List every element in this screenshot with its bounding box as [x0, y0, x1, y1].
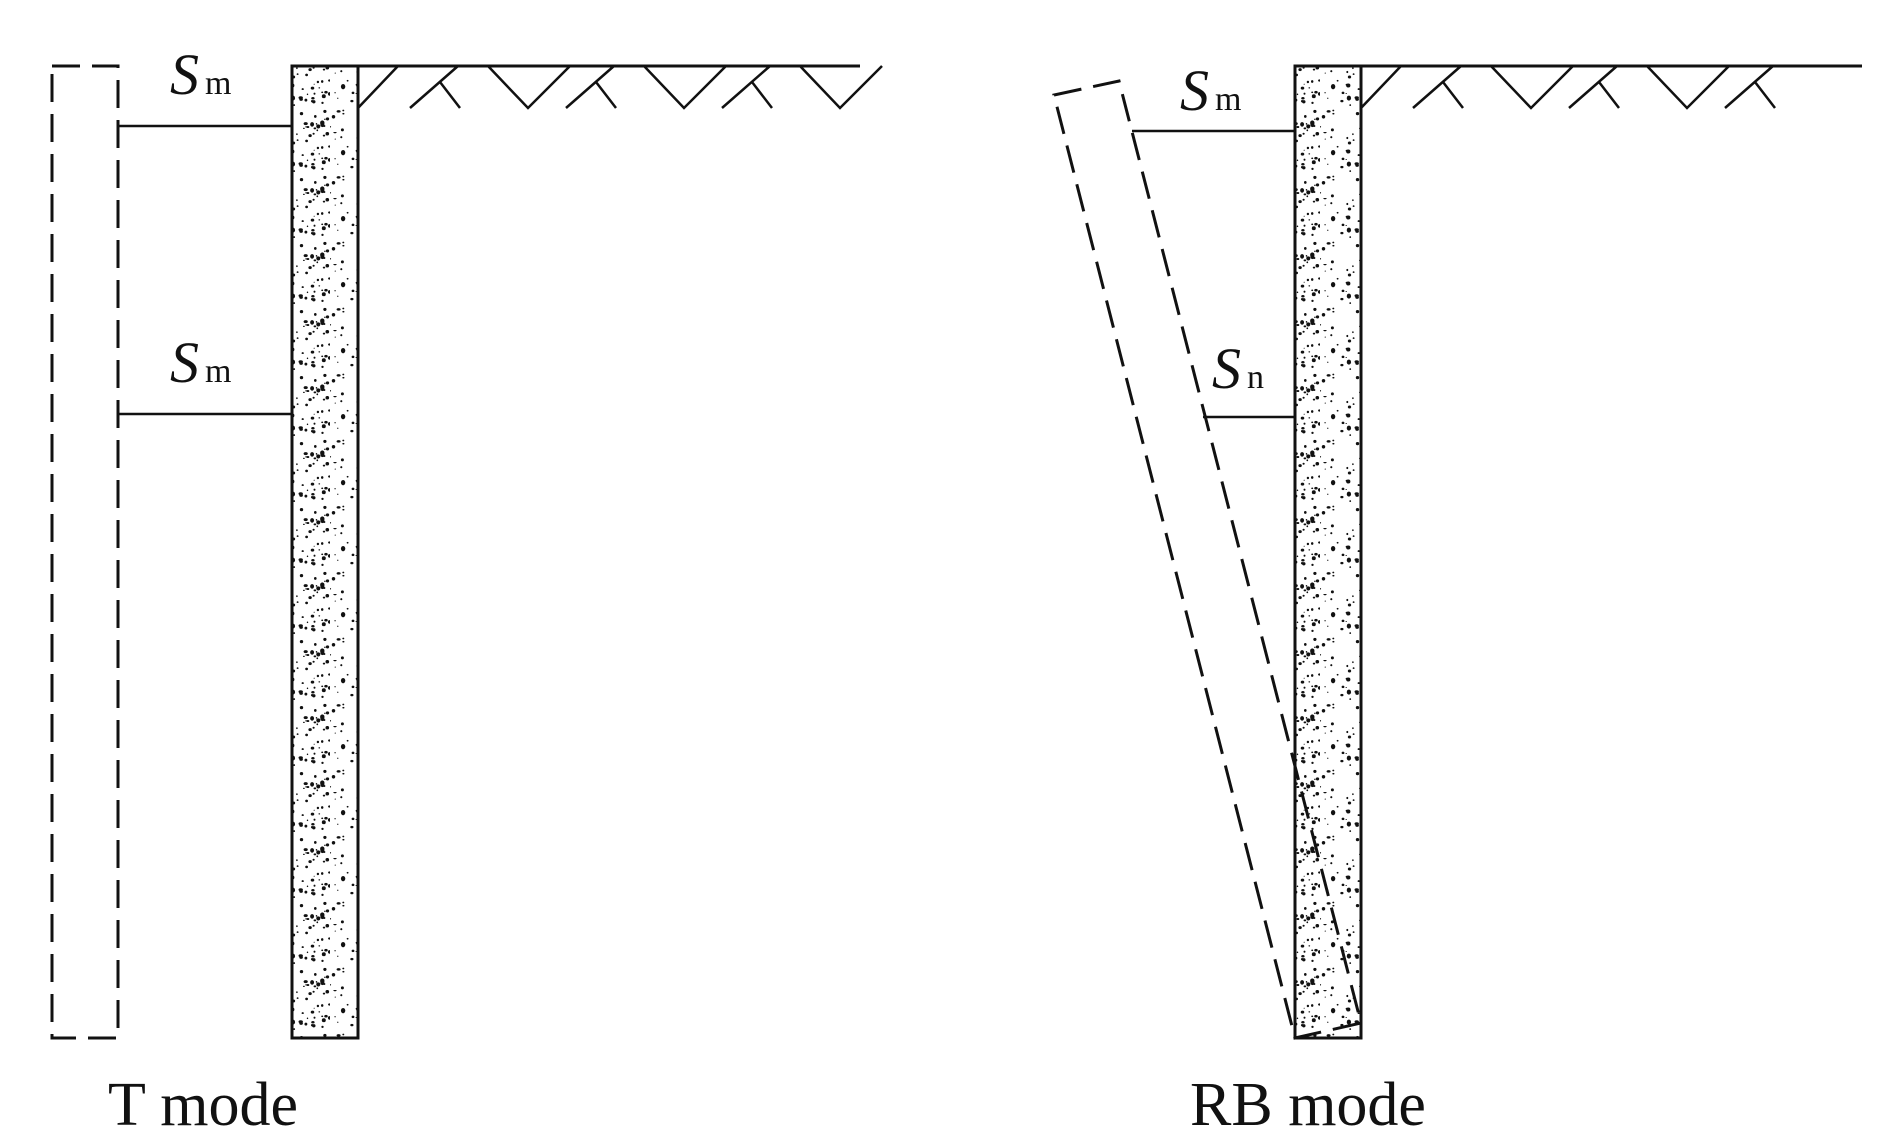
rb-mode-hatch-mark: [1360, 65, 1402, 109]
rb-mode-lower-label-subscript: n: [1247, 359, 1264, 396]
t-mode-wall: [290, 64, 360, 1040]
rb-mode-hatch-mark: [1412, 65, 1464, 109]
t-mode-upper-label-symbol: S: [170, 42, 199, 107]
rb-mode-hatch-mark: [1490, 65, 1574, 110]
t-mode-hatch-mark: [799, 65, 883, 110]
rb-mode-wall-fill: [1295, 66, 1361, 1038]
rb-mode-upper-label-subscript: m: [1215, 81, 1241, 118]
rb-mode-upper-label-symbol: S: [1180, 58, 1209, 123]
rb-mode-rotated-wall: [1052, 79, 1363, 1040]
t-mode-displaced-wall: [50, 64, 120, 1040]
rb-mode-wall: [1293, 64, 1363, 1040]
t-mode-hatch-mark: [409, 65, 461, 109]
rb-mode-hatch-mark: [1646, 65, 1730, 110]
t-mode-upper-label-subscript: m: [205, 65, 231, 102]
rb-mode-hatch-mark: [1568, 65, 1620, 109]
t-mode-lower-label-symbol: S: [170, 330, 199, 395]
t-mode-wall-fill: [292, 66, 358, 1038]
t-mode-ground-hatching: [357, 65, 883, 110]
t-mode-hatch-mark: [357, 65, 399, 109]
t-mode-hatch-mark: [487, 65, 571, 110]
t-mode-caption: T mode: [108, 1071, 298, 1139]
rb-mode-ground-hatching: [1360, 65, 1776, 110]
rb-mode-caption: RB mode: [1190, 1071, 1426, 1139]
t-mode-hatch-mark: [565, 65, 617, 109]
t-mode-hatch-mark: [643, 65, 727, 110]
t-mode-hatch-mark: [721, 65, 773, 109]
t-mode-lower-label-subscript: m: [205, 353, 231, 390]
rb-mode-hatch-mark: [1724, 65, 1776, 109]
rb-mode-lower-label-symbol: S: [1212, 336, 1241, 401]
